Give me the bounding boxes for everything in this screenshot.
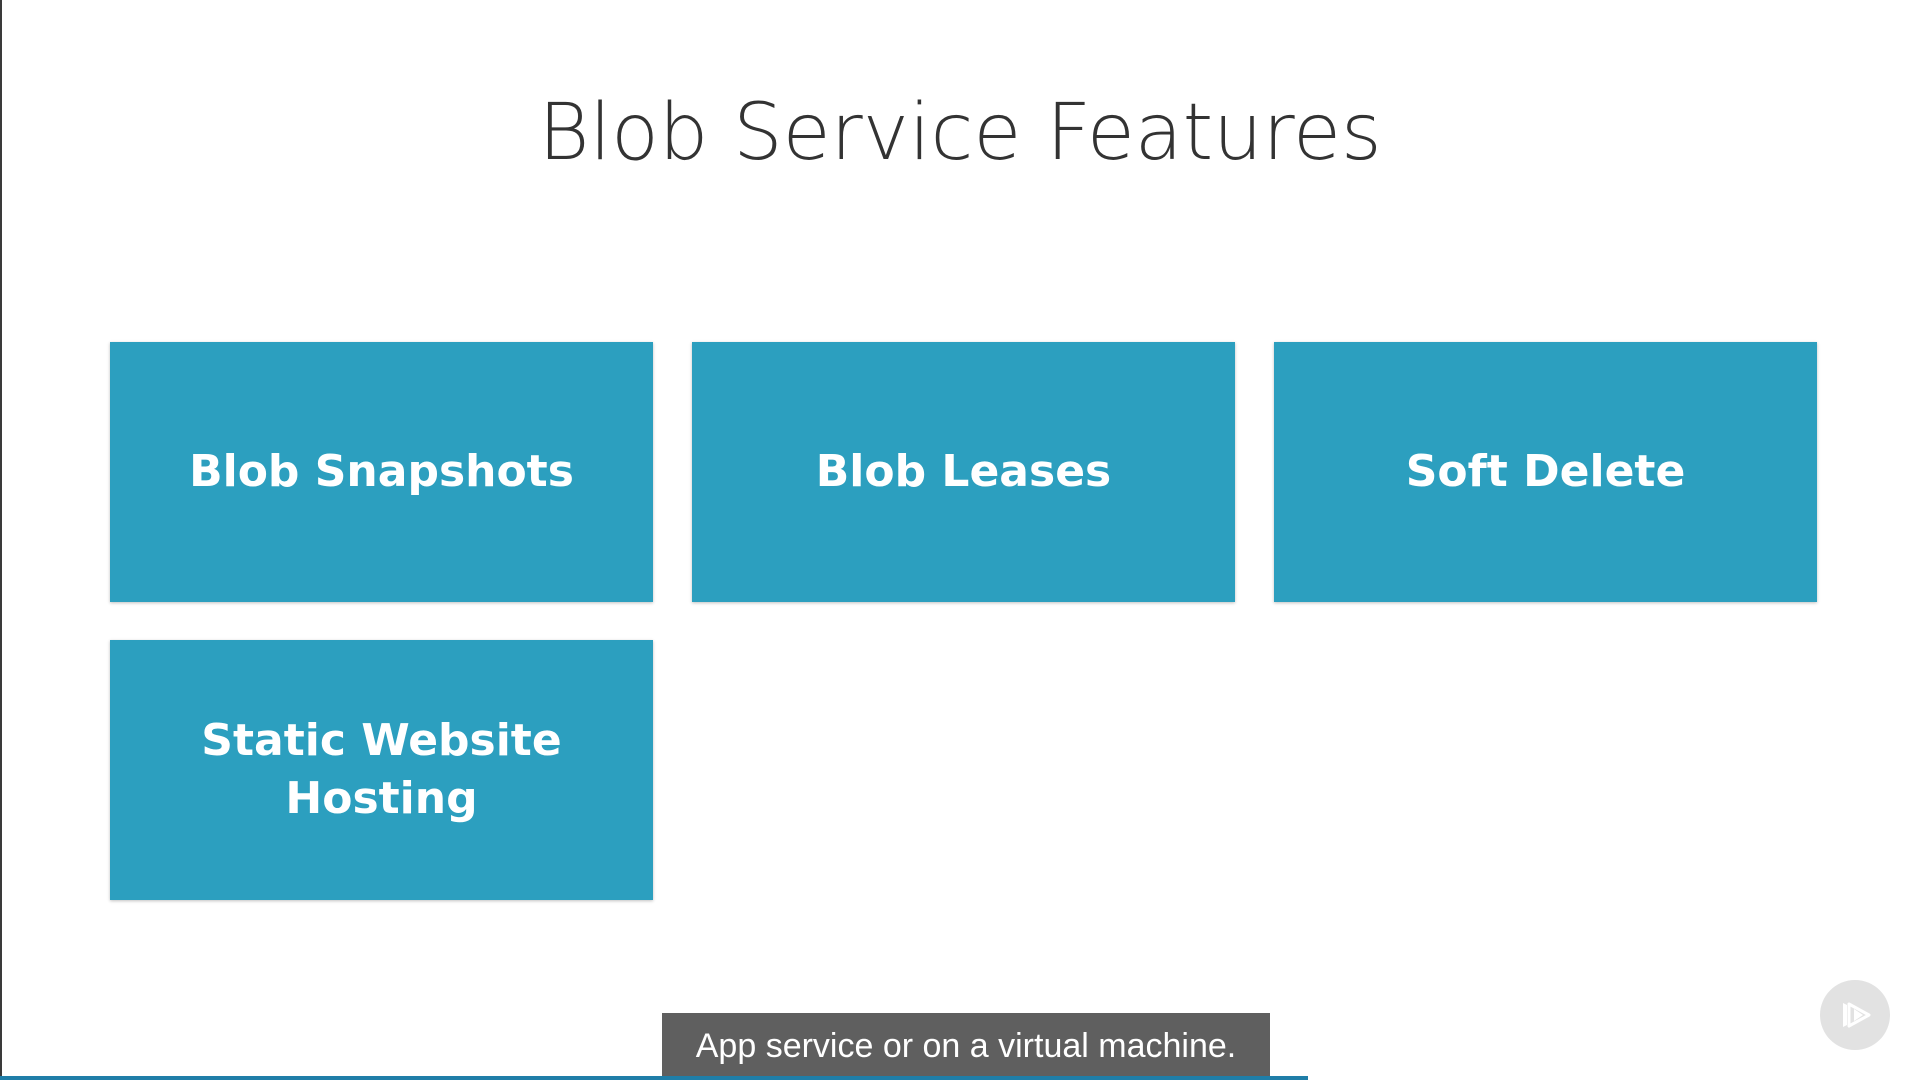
subtitle-caption: App service or on a virtual machine.	[662, 1013, 1270, 1080]
feature-tile-blob-snapshots: Blob Snapshots	[110, 342, 653, 602]
feature-tile-label: Soft Delete	[1405, 446, 1686, 497]
player-logo-badge[interactable]	[1820, 980, 1890, 1050]
feature-tile-label: Blob Leases	[815, 446, 1112, 497]
feature-tile-static-website-hosting: Static Website Hosting	[110, 640, 653, 900]
playback-progress-bar[interactable]	[0, 1076, 1920, 1080]
left-edge-divider	[0, 0, 2, 1080]
playback-progress-fill	[0, 1076, 1308, 1080]
feature-tile-label: Blob Snapshots	[189, 446, 574, 497]
slide-title: Blob Service Features	[538, 88, 1382, 178]
feature-tile-blob-leases: Blob Leases	[692, 342, 1235, 602]
feature-tile-label: Static Website Hosting	[201, 715, 562, 824]
feature-tile-soft-delete: Soft Delete	[1274, 342, 1817, 602]
play-logo-icon	[1843, 1002, 1871, 1028]
